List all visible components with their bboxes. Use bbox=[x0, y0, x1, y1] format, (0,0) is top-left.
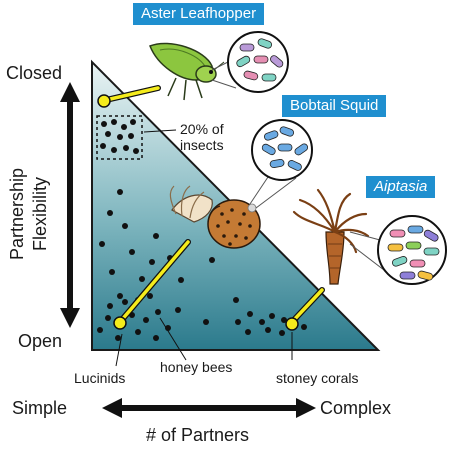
insects-cluster-box bbox=[96, 115, 143, 160]
y-axis-title-line2: Flexibility bbox=[30, 177, 50, 252]
honey-bees-label: honey bees bbox=[160, 359, 233, 375]
label-leaders bbox=[115, 129, 293, 367]
lucinid-marker bbox=[113, 316, 127, 330]
coral-marker bbox=[285, 317, 299, 331]
bobtail-squid-badge: Bobtail Squid bbox=[282, 95, 387, 117]
highlight-lines-fill bbox=[104, 86, 324, 324]
insects-label-line1: 20% of bbox=[180, 121, 224, 137]
partners-arrow bbox=[102, 398, 316, 418]
aiptasia-badge: Aiptasia bbox=[366, 176, 436, 198]
x-axis-title: # of Partners bbox=[146, 425, 250, 445]
aster-bacteria-bubble bbox=[211, 31, 289, 93]
y-axis-bottom-label: Open bbox=[18, 331, 63, 351]
y-axis-title-line1: Partnership bbox=[7, 167, 27, 261]
y-axis-top-label: Closed bbox=[6, 63, 63, 83]
stoney-corals-label: stoney corals bbox=[276, 370, 359, 386]
x-axis-right-label: Complex bbox=[320, 398, 392, 418]
insects-label-line2: insects bbox=[180, 137, 224, 153]
bobtail-squid-icon bbox=[169, 185, 261, 249]
aiptasia-bacteria-bubble bbox=[349, 215, 447, 285]
x-axis-left-label: Simple bbox=[12, 398, 68, 418]
organism-dots bbox=[97, 119, 307, 341]
aster-marker bbox=[97, 94, 111, 108]
squid-bacteria-bubble bbox=[249, 119, 313, 209]
lucinids-label: Lucinids bbox=[74, 370, 126, 386]
leafhopper-icon bbox=[149, 42, 225, 101]
aiptasia-icon bbox=[292, 188, 370, 285]
aster-leafhopper-badge: Aster Leafhopper bbox=[133, 3, 265, 25]
flexibility-arrow bbox=[60, 82, 80, 328]
